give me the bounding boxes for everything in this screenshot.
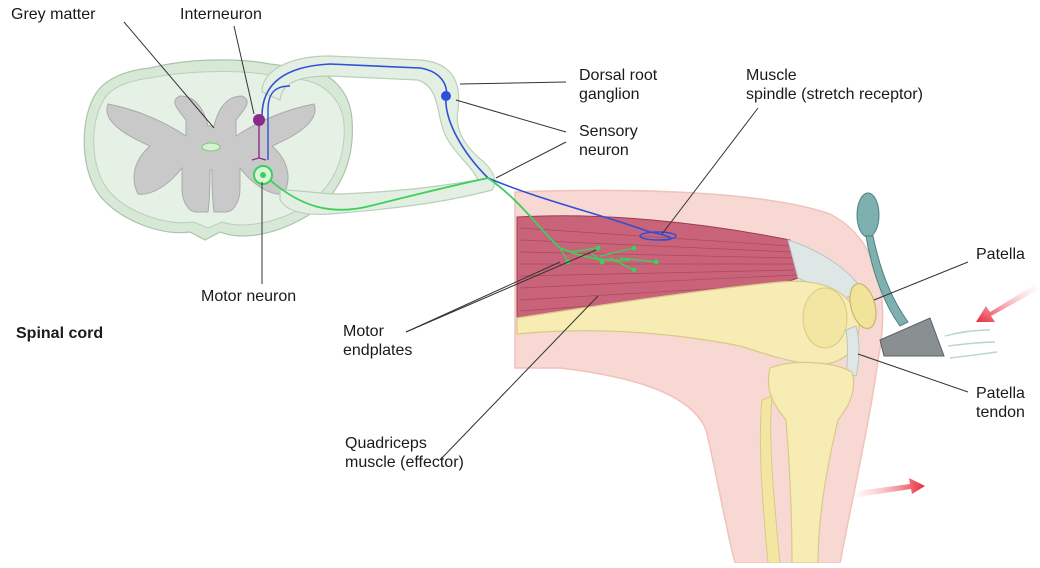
patella-tendon-shape bbox=[846, 326, 859, 376]
kick-arrow bbox=[850, 478, 925, 498]
tap-arrow bbox=[976, 284, 1038, 322]
label-muscle-spindle: Muscle spindle (stretch receptor) bbox=[746, 66, 923, 104]
label-motor-neuron: Motor neuron bbox=[201, 287, 296, 306]
motion-lines bbox=[945, 330, 997, 358]
label-sensory-neuron: Sensory neuron bbox=[579, 122, 638, 160]
label-quadriceps: Quadriceps muscle (effector) bbox=[345, 434, 464, 472]
label-spinal-cord: Spinal cord bbox=[16, 324, 103, 343]
sensory-neuron-cell-body bbox=[441, 91, 451, 101]
femoral-condyle bbox=[803, 288, 847, 348]
label-patella: Patella bbox=[976, 245, 1025, 264]
central-canal bbox=[202, 143, 220, 151]
label-dorsal-root-ganglion: Dorsal root ganglion bbox=[579, 66, 657, 104]
label-patella-tendon: Patella tendon bbox=[976, 384, 1025, 422]
motor-neuron-cell bbox=[254, 166, 272, 184]
label-interneuron: Interneuron bbox=[180, 5, 262, 24]
label-motor-endplates: Motor endplates bbox=[343, 322, 412, 360]
label-grey-matter: Grey matter bbox=[11, 5, 95, 24]
